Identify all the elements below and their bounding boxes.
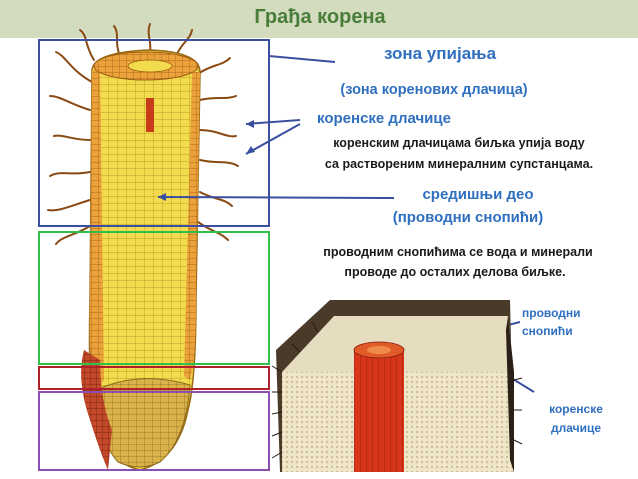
hairs-arrow-2 [246,146,255,154]
center-arrow [158,193,166,201]
meristem-zone-box [38,366,270,390]
center-callout-line [157,196,395,199]
cross-vascular-label-line2: снопићи [522,324,573,338]
vascular-desc-line2: проводе до осталих делова биљке. [344,265,566,279]
zone-callout-line [268,55,336,63]
hairs-callout-line-1 [245,119,301,125]
root-longitudinal [47,23,239,471]
hairs-arrow-1 [246,120,254,128]
hairs-callout-line-2 [245,123,301,155]
slide-title: Грађа корена [254,6,386,28]
central-part-subtitle: (проводни снопићи) [392,209,544,226]
root-hairs-desc-line1: коренским длачицама биљка упија воду [333,136,585,150]
cross-hairs-label-line1: коренске [549,402,603,416]
cross-section-hairs [271,321,523,459]
vascular-desc-line1: проводним снопићима се вода и минерали [323,245,593,259]
absorption-zone-label: зона упијања [383,44,497,63]
cross-section [271,300,523,472]
root-hairs-label: коренске длачице [317,110,451,127]
absorption-zone-subtitle: (зона коренових длачица) [340,82,528,98]
title-bar [0,0,638,38]
central-part-label: средишњи део [422,186,534,203]
cross-vascular-label-line1: проводни [522,306,581,320]
root-cap-box [38,391,270,471]
cross-hairs-label-line2: длачице [550,421,601,435]
root-hairs-desc-line2: са раствореним минералним супстанцама. [324,157,594,171]
elongation-zone-box [38,231,270,365]
absorption-zone-box [38,39,270,227]
